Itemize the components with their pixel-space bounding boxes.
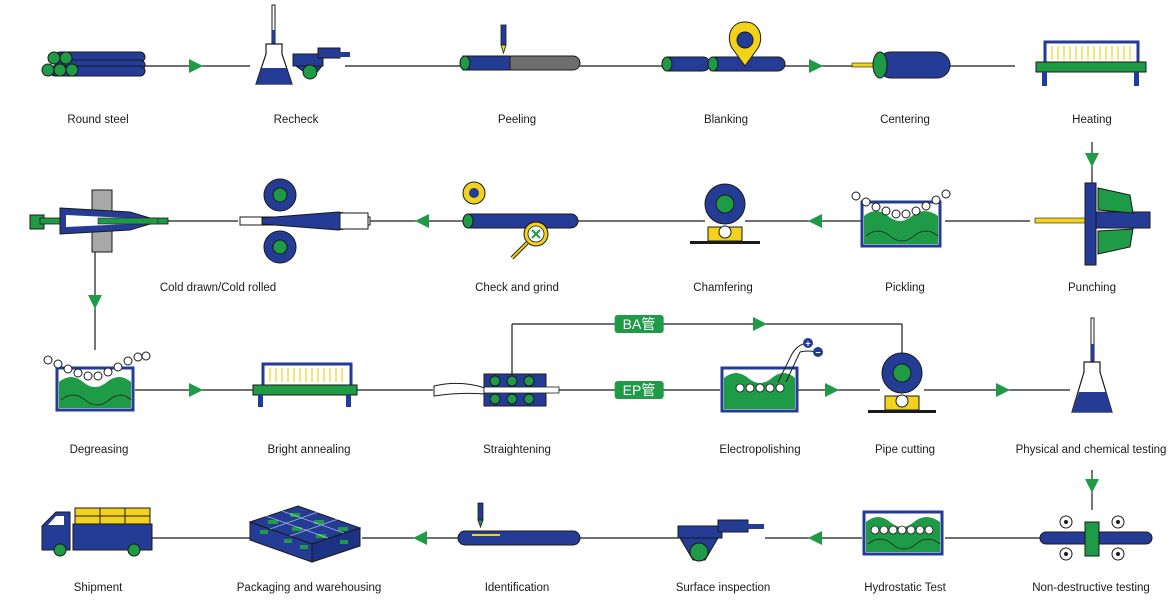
svg-text:+: + [805, 339, 810, 349]
ba-branch-tag: BA管 [614, 315, 664, 333]
step-label-heating: Heating [1072, 114, 1112, 126]
step-label-peeling: Peeling [497, 114, 537, 126]
step-label-round-steel: Round steel [67, 114, 129, 126]
round-steel-icon [41, 51, 146, 77]
degreasing-icon [43, 351, 151, 412]
step-label-identification: Identification [484, 582, 550, 594]
shipment-icon [41, 507, 153, 557]
heating-icon [1035, 40, 1147, 86]
cold-drawn-icon [29, 189, 169, 253]
check-grind-icon [462, 181, 579, 260]
step-label-hydrostatic: Hydrostatic Test [864, 582, 946, 594]
step-label-check-grind: Check and grind [475, 282, 559, 294]
step-label-straightening: Straightening [483, 444, 551, 456]
centering-icon [851, 51, 951, 79]
step-label-shipment: Shipment [73, 582, 123, 594]
recheck-icon [255, 4, 350, 85]
step-label-chamfering: Chamfering [693, 282, 753, 294]
punching-icon [1034, 182, 1151, 266]
hydrostatic-icon [862, 510, 944, 556]
pipe-cutting-icon [868, 352, 936, 413]
identification-icon [457, 502, 581, 546]
straightening-icon [433, 373, 560, 407]
bright-annealing-icon [252, 362, 358, 407]
step-label-surface-inspection: Surface inspection [675, 582, 771, 594]
step-label-degreasing: Degreasing [69, 444, 129, 456]
packaging-icon [248, 505, 362, 563]
step-label-blanking: Blanking [703, 114, 749, 126]
physical-chemical-icon [1071, 317, 1113, 413]
step-label-physical-chemical: Physical and chemical testing [1015, 444, 1167, 456]
surface-inspection-icon [677, 519, 764, 562]
flow-arrows [88, 59, 1099, 545]
svg-text:−: − [815, 348, 820, 358]
connector-lines [94, 65, 1093, 539]
peeling-icon [459, 24, 581, 71]
step-label-pipe-cutting: Pipe cutting [874, 444, 936, 456]
step-label-bright-annealing: Bright annealing [267, 444, 351, 456]
step-label-cold-drawn: Cold drawn/Cold rolled [159, 282, 277, 294]
step-label-centering: Centering [880, 114, 930, 126]
ndt-icon [1039, 515, 1153, 561]
step-label-electropolishing: Electropolishing [719, 444, 801, 456]
cold-rolled-icon [239, 178, 371, 264]
electropolishing-icon: + − [720, 338, 823, 413]
step-label-pickling: Pickling [885, 282, 925, 294]
step-label-ndt: Non-destructive testing [1032, 582, 1150, 594]
step-label-packaging: Packaging and warehousing [236, 582, 382, 594]
pickling-icon [851, 189, 951, 248]
step-label-recheck: Recheck [273, 114, 319, 126]
step-label-punching: Punching [1068, 282, 1116, 294]
blanking-icon [661, 21, 786, 72]
chamfering-icon [690, 183, 760, 244]
ep-branch-tag: EP管 [614, 381, 664, 399]
